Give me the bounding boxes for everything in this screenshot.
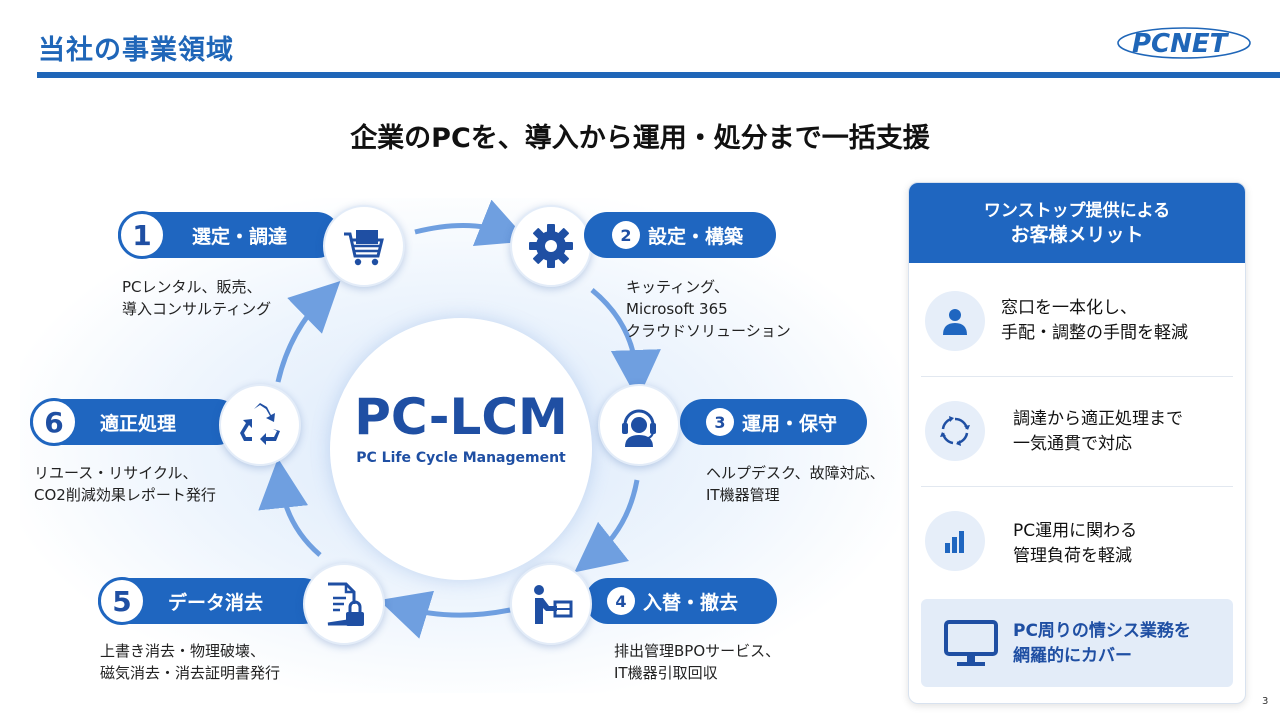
document-lock-icon — [327, 582, 364, 626]
benefits-heading: ワンストップ提供による お客様メリット — [909, 183, 1245, 263]
step-2-desc: キッティング、 Microsoft 365 クラウドソリューション — [626, 276, 791, 342]
coverage-text: PC周りの情シス業務を 網羅的にカバー — [1013, 619, 1191, 669]
benefits-panel: ワンストップ提供による お客様メリット 窓口を一本化し、 手配・調整の手間を軽減… — [908, 182, 1246, 704]
step-6-number: 6 — [30, 398, 78, 446]
step-5-desc-line: 磁気消去・消去証明書発行 — [100, 664, 281, 682]
cycle-arrows-icon — [940, 416, 970, 446]
step-1-desc-line: 導入コンサルティング — [122, 300, 272, 318]
step-3-node — [598, 384, 680, 466]
step-2-number: 2 — [612, 221, 640, 249]
step-2-desc-line: クラウドソリューション — [626, 322, 791, 340]
benefit-3-line: 管理負荷を軽減 — [1013, 546, 1132, 566]
headset-icon — [622, 409, 656, 447]
step-6-desc: リユース・リサイクル、 CO2削減効果レポート発行 — [34, 462, 216, 506]
page-number: 3 — [1262, 696, 1269, 707]
benefit-divider — [921, 376, 1233, 377]
step-5-node — [303, 563, 385, 645]
step-1-number: 1 — [118, 211, 166, 259]
step-4-desc: 排出管理BPOサービス、 IT機器引取回収 — [614, 640, 780, 684]
step-5-number: 5 — [98, 577, 146, 625]
step-4-desc-line: IT機器引取回収 — [614, 664, 718, 682]
step-3-number: 3 — [706, 408, 734, 436]
step-4-node — [510, 563, 592, 645]
person-icon — [943, 309, 967, 335]
step-3-desc: ヘルプデスク、故障対応、 IT機器管理 — [706, 462, 885, 506]
gear-icon — [529, 224, 573, 268]
step-5-desc: 上書き消去・物理破壊、 磁気消去・消去証明書発行 — [100, 640, 280, 684]
step-6-desc-line: リユース・リサイクル、 — [34, 464, 198, 482]
benefit-2-icon-bg — [925, 401, 985, 461]
step-2-desc-line: Microsoft 365 — [626, 300, 728, 318]
center-subtitle: PC Life Cycle Management — [356, 450, 566, 466]
step-3-pill: 3 運用・保守 — [680, 399, 867, 445]
benefit-2-text: 調達から適正処理まで 一気通貫で対応 — [1013, 407, 1183, 457]
coverage-line: PC周りの情シス業務を — [1013, 621, 1191, 641]
step-3-desc-line: ヘルプデスク、故障対応、 — [706, 464, 885, 482]
bar-chart-icon — [945, 531, 964, 553]
title-rule — [37, 72, 1280, 78]
step-1-node — [323, 205, 405, 287]
benefit-3-line: PC運用に関わる — [1013, 521, 1138, 541]
step-2-desc-line: キッティング、 — [626, 278, 730, 296]
step-2-node — [510, 205, 592, 287]
step-1-desc-line: PCレンタル、販売、 — [122, 278, 262, 296]
step-4-title: 入替・撤去 — [643, 591, 739, 614]
step-4-number: 4 — [607, 587, 635, 615]
benefit-2-line: 調達から適正処理まで — [1013, 409, 1183, 429]
step-5-title: データ消去 — [168, 591, 264, 614]
step-5-desc-line: 上書き消去・物理破壊、 — [100, 642, 266, 660]
recycle-icon — [240, 403, 280, 445]
center-circle — [330, 318, 592, 580]
benefit-divider — [921, 486, 1233, 487]
benefit-1-line: 手配・調整の手間を軽減 — [1001, 323, 1188, 343]
benefit-3-text: PC運用に関わる 管理負荷を軽減 — [1013, 519, 1137, 569]
monitor-icon — [944, 620, 998, 666]
step-6-desc-line: CO2削減効果レポート発行 — [34, 486, 216, 504]
step-3-title: 運用・保守 — [742, 412, 838, 435]
step-3-desc-line: IT機器管理 — [706, 486, 780, 504]
benefit-1-line: 窓口を一本化し、 — [1001, 298, 1137, 318]
coverage-highlight: PC周りの情シス業務を 網羅的にカバー — [921, 599, 1233, 687]
step-4-desc-line: 排出管理BPOサービス、 — [614, 642, 781, 660]
benefits-heading-line: ワンストップ提供による — [983, 201, 1171, 221]
step-6-title: 適正処理 — [100, 412, 177, 435]
delivery-icon — [533, 585, 573, 624]
step-2-pill: 2 設定・構築 — [584, 212, 776, 258]
benefit-1-icon-bg — [925, 291, 985, 351]
step-1-title: 選定・調達 — [192, 225, 288, 248]
benefit-3-icon-bg — [925, 511, 985, 571]
company-logo: PCNET — [1117, 27, 1251, 59]
headline: 企業のPCを、導入から運用・処分まで一括支援 — [350, 123, 930, 154]
center-title: PC-LCM — [354, 388, 568, 446]
coverage-line: 網羅的にカバー — [1013, 646, 1132, 666]
svg-text:PCNET: PCNET — [1132, 29, 1230, 59]
slide-title: 当社の事業領域 — [38, 35, 234, 66]
step-1-desc: PCレンタル、販売、 導入コンサルティング — [122, 276, 271, 320]
cart-icon — [344, 230, 384, 266]
benefit-2-line: 一気通貫で対応 — [1013, 434, 1132, 454]
step-6-node — [219, 384, 301, 466]
step-2-title: 設定・構築 — [648, 225, 744, 248]
benefits-heading-line: お客様メリット — [1010, 224, 1144, 246]
benefit-1-text: 窓口を一本化し、 手配・調整の手間を軽減 — [1001, 296, 1188, 346]
step-4-pill: 4 入替・撤去 — [585, 578, 777, 624]
